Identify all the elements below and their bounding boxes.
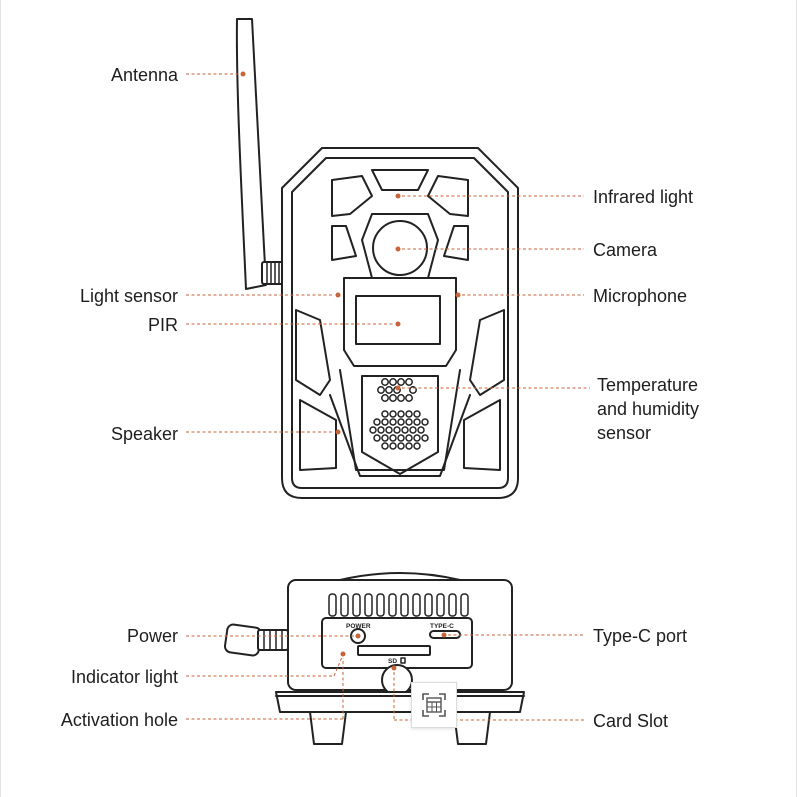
label-temperature-line1: Temperature — [597, 375, 698, 395]
activation-hole — [381, 664, 413, 696]
label-pir: PIR — [148, 315, 178, 335]
vent-slots — [328, 593, 469, 617]
callout-microphone: Microphone — [455, 286, 687, 306]
label-light-sensor: Light sensor — [80, 286, 178, 306]
scan-button[interactable] — [411, 682, 457, 728]
label-microphone: Microphone — [593, 286, 687, 306]
callout-speaker: Speaker — [111, 424, 341, 444]
callout-type-c-port: Type-C port — [441, 626, 687, 646]
callout-temperature-humidity-sensor: Temperature and humidity sensor — [395, 375, 699, 443]
callout-activation-hole: Activation hole — [61, 658, 344, 730]
antenna-connector — [223, 623, 289, 657]
label-type-c-port: Type-C port — [593, 626, 687, 646]
label-activation-hole: Activation hole — [61, 710, 178, 730]
speaker-holes — [369, 410, 429, 450]
sensor-holes — [377, 378, 417, 402]
antenna-drawing — [235, 18, 289, 290]
callout-indicator-light: Indicator light — [71, 651, 346, 687]
label-indicator-light: Indicator light — [71, 667, 178, 687]
sd-card-slot — [357, 645, 431, 656]
callout-antenna: Antenna — [111, 65, 246, 85]
label-infrared-light: Infrared light — [593, 187, 693, 207]
callout-camera: Camera — [395, 240, 658, 260]
label-camera: Camera — [593, 240, 658, 260]
label-card-slot: Card Slot — [593, 711, 668, 731]
sd-marking: SD — [388, 658, 397, 665]
label-temperature-line2: and humidity — [597, 399, 699, 419]
front-view — [235, 18, 519, 499]
callout-pir: PIR — [148, 315, 401, 335]
callout-card-slot: Card Slot — [391, 665, 668, 731]
label-power: Power — [127, 626, 178, 646]
scan-icon — [422, 693, 446, 717]
type-c-marking: TYPE-C — [430, 623, 454, 630]
label-speaker: Speaker — [111, 424, 178, 444]
callout-power: Power — [127, 626, 361, 646]
label-antenna: Antenna — [111, 65, 179, 85]
callout-infrared-light: Infrared light — [395, 187, 693, 207]
power-marking: POWER — [346, 623, 371, 630]
bottom-view: POWER TYPE-C SD — [223, 572, 525, 745]
label-temperature-line3: sensor — [597, 423, 651, 443]
callout-light-sensor: Light sensor — [80, 286, 341, 306]
